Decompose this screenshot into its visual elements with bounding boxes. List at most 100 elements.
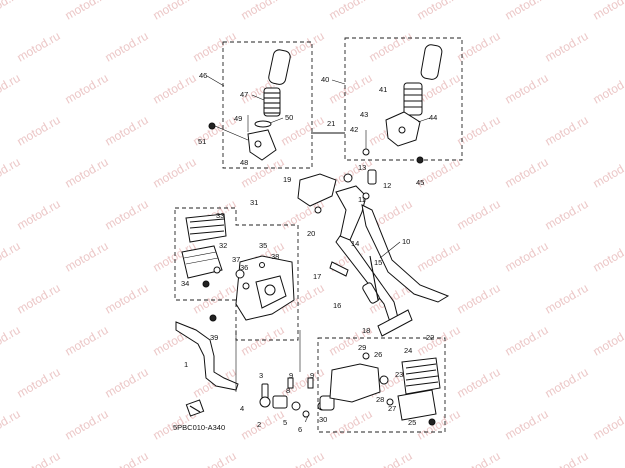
- brake-linkage: [259, 377, 335, 418]
- callout-40: 40: [321, 75, 329, 84]
- watermark-text: motod.ru: [0, 71, 23, 107]
- watermark-text: motod.ru: [591, 71, 625, 107]
- callout-49: 49: [234, 114, 242, 123]
- watermark-text: motod.ru: [415, 0, 463, 23]
- watermark-text: motod.ru: [15, 113, 63, 149]
- watermark-text: motod.ru: [503, 155, 551, 191]
- callout-4: 4: [240, 404, 244, 413]
- rear-footrest-left: [208, 49, 291, 161]
- watermark-text: motod.ru: [103, 281, 151, 317]
- callout-18: 18: [362, 326, 370, 335]
- group-box-40: [344, 37, 463, 161]
- watermark-text: motod.ru: [63, 155, 111, 191]
- callout-46: 46: [199, 71, 207, 80]
- callout-48: 48: [240, 158, 248, 167]
- watermark-text: motod.ru: [103, 197, 151, 233]
- callout-10: 10: [402, 237, 410, 246]
- watermark-text: motod.ru: [455, 197, 503, 233]
- watermark-text: motod.ru: [191, 281, 239, 317]
- callout-9b: 9: [310, 371, 314, 380]
- callout-7: 7: [304, 415, 308, 424]
- callout-21: 21: [327, 119, 335, 128]
- callout-43: 43: [360, 110, 368, 119]
- callout-31: 31: [250, 198, 258, 207]
- watermark-text: motod.ru: [591, 0, 625, 23]
- callout-32: 32: [219, 241, 227, 250]
- callout-34: 34: [181, 279, 189, 288]
- watermark-text: motod.ru: [503, 239, 551, 275]
- watermark-text: motod.ru: [591, 239, 625, 275]
- watermark-text: motod.ru: [327, 71, 375, 107]
- callout-35: 35: [259, 241, 267, 250]
- watermark-text: motod.ru: [543, 365, 591, 401]
- watermark-text: motod.ru: [15, 365, 63, 401]
- diagram-code: 5PBC010-A340: [173, 423, 225, 432]
- watermark-text: motod.ru: [503, 407, 551, 443]
- watermark-text: motod.ru: [591, 407, 625, 443]
- watermark-text: motod.ru: [0, 323, 23, 359]
- callout-8: 8: [286, 386, 290, 395]
- watermark-text: motod.ru: [0, 239, 23, 275]
- watermark-text: motod.ru: [63, 239, 111, 275]
- group-box-22: [317, 337, 446, 433]
- watermark-text: motod.ru: [103, 29, 151, 65]
- watermark-text: motod.ru: [367, 449, 415, 468]
- callout-42: 42: [350, 125, 358, 134]
- watermark-text: motod.ru: [591, 155, 625, 191]
- watermark-text: motod.ru: [15, 197, 63, 233]
- watermark-text: motod.ru: [239, 407, 287, 443]
- watermark-text: motod.ru: [503, 0, 551, 23]
- watermark-text: motod.ru: [63, 323, 111, 359]
- callout-1: 1: [184, 360, 188, 369]
- watermark-text: motod.ru: [327, 407, 375, 443]
- watermark-text: motod.ru: [279, 449, 327, 468]
- callout-47: 47: [240, 90, 248, 99]
- watermark-text: motod.ru: [543, 29, 591, 65]
- main-stand: [297, 132, 450, 337]
- watermark-text: motod.ru: [415, 323, 463, 359]
- rear-footrest-right: [362, 44, 443, 164]
- watermark-text: motod.ru: [543, 449, 591, 468]
- watermark-text: motod.ru: [327, 0, 375, 23]
- watermark-text: motod.ru: [367, 29, 415, 65]
- brake-pedal: [175, 321, 301, 417]
- watermark-text: motod.ru: [63, 71, 111, 107]
- watermark-text: motod.ru: [103, 449, 151, 468]
- callout-14: 14: [351, 239, 359, 248]
- watermark-text: motod.ru: [15, 449, 63, 468]
- callout-27: 27: [388, 404, 396, 413]
- watermark-text: motod.ru: [191, 29, 239, 65]
- callout-51: 51: [198, 137, 206, 146]
- watermark-text: motod.ru: [591, 323, 625, 359]
- watermark-text: motod.ru: [15, 29, 63, 65]
- watermark-text: motod.ru: [0, 407, 23, 443]
- group-box-31: [174, 207, 299, 341]
- watermark-text: motod.ru: [15, 281, 63, 317]
- callout-6: 6: [298, 425, 302, 434]
- watermark-text: motod.ru: [103, 365, 151, 401]
- callout-39: 39: [210, 333, 218, 342]
- watermark-text: motod.ru: [503, 71, 551, 107]
- watermark-text: motod.ru: [543, 197, 591, 233]
- watermark-text: motod.ru: [103, 113, 151, 149]
- watermark-text: motod.ru: [63, 407, 111, 443]
- callout-15: 15: [374, 258, 382, 267]
- callout-12: 12: [383, 181, 391, 190]
- callout-37: 37: [232, 255, 240, 264]
- front-footrest-right: [329, 352, 441, 426]
- callout-19: 19: [283, 175, 291, 184]
- callout-30: 30: [319, 415, 327, 424]
- watermark-text: motod.ru: [543, 281, 591, 317]
- callout-50: 50: [285, 113, 293, 122]
- callout-3: 3: [259, 371, 263, 380]
- watermark-text: motod.ru: [191, 449, 239, 468]
- callout-24: 24: [404, 346, 412, 355]
- callout-28: 28: [376, 395, 384, 404]
- group-box-46: [222, 41, 313, 169]
- callout-41: 41: [379, 85, 387, 94]
- callout-17: 17: [313, 272, 321, 281]
- watermark-text: motod.ru: [63, 0, 111, 23]
- front-footrest-left: [181, 213, 295, 322]
